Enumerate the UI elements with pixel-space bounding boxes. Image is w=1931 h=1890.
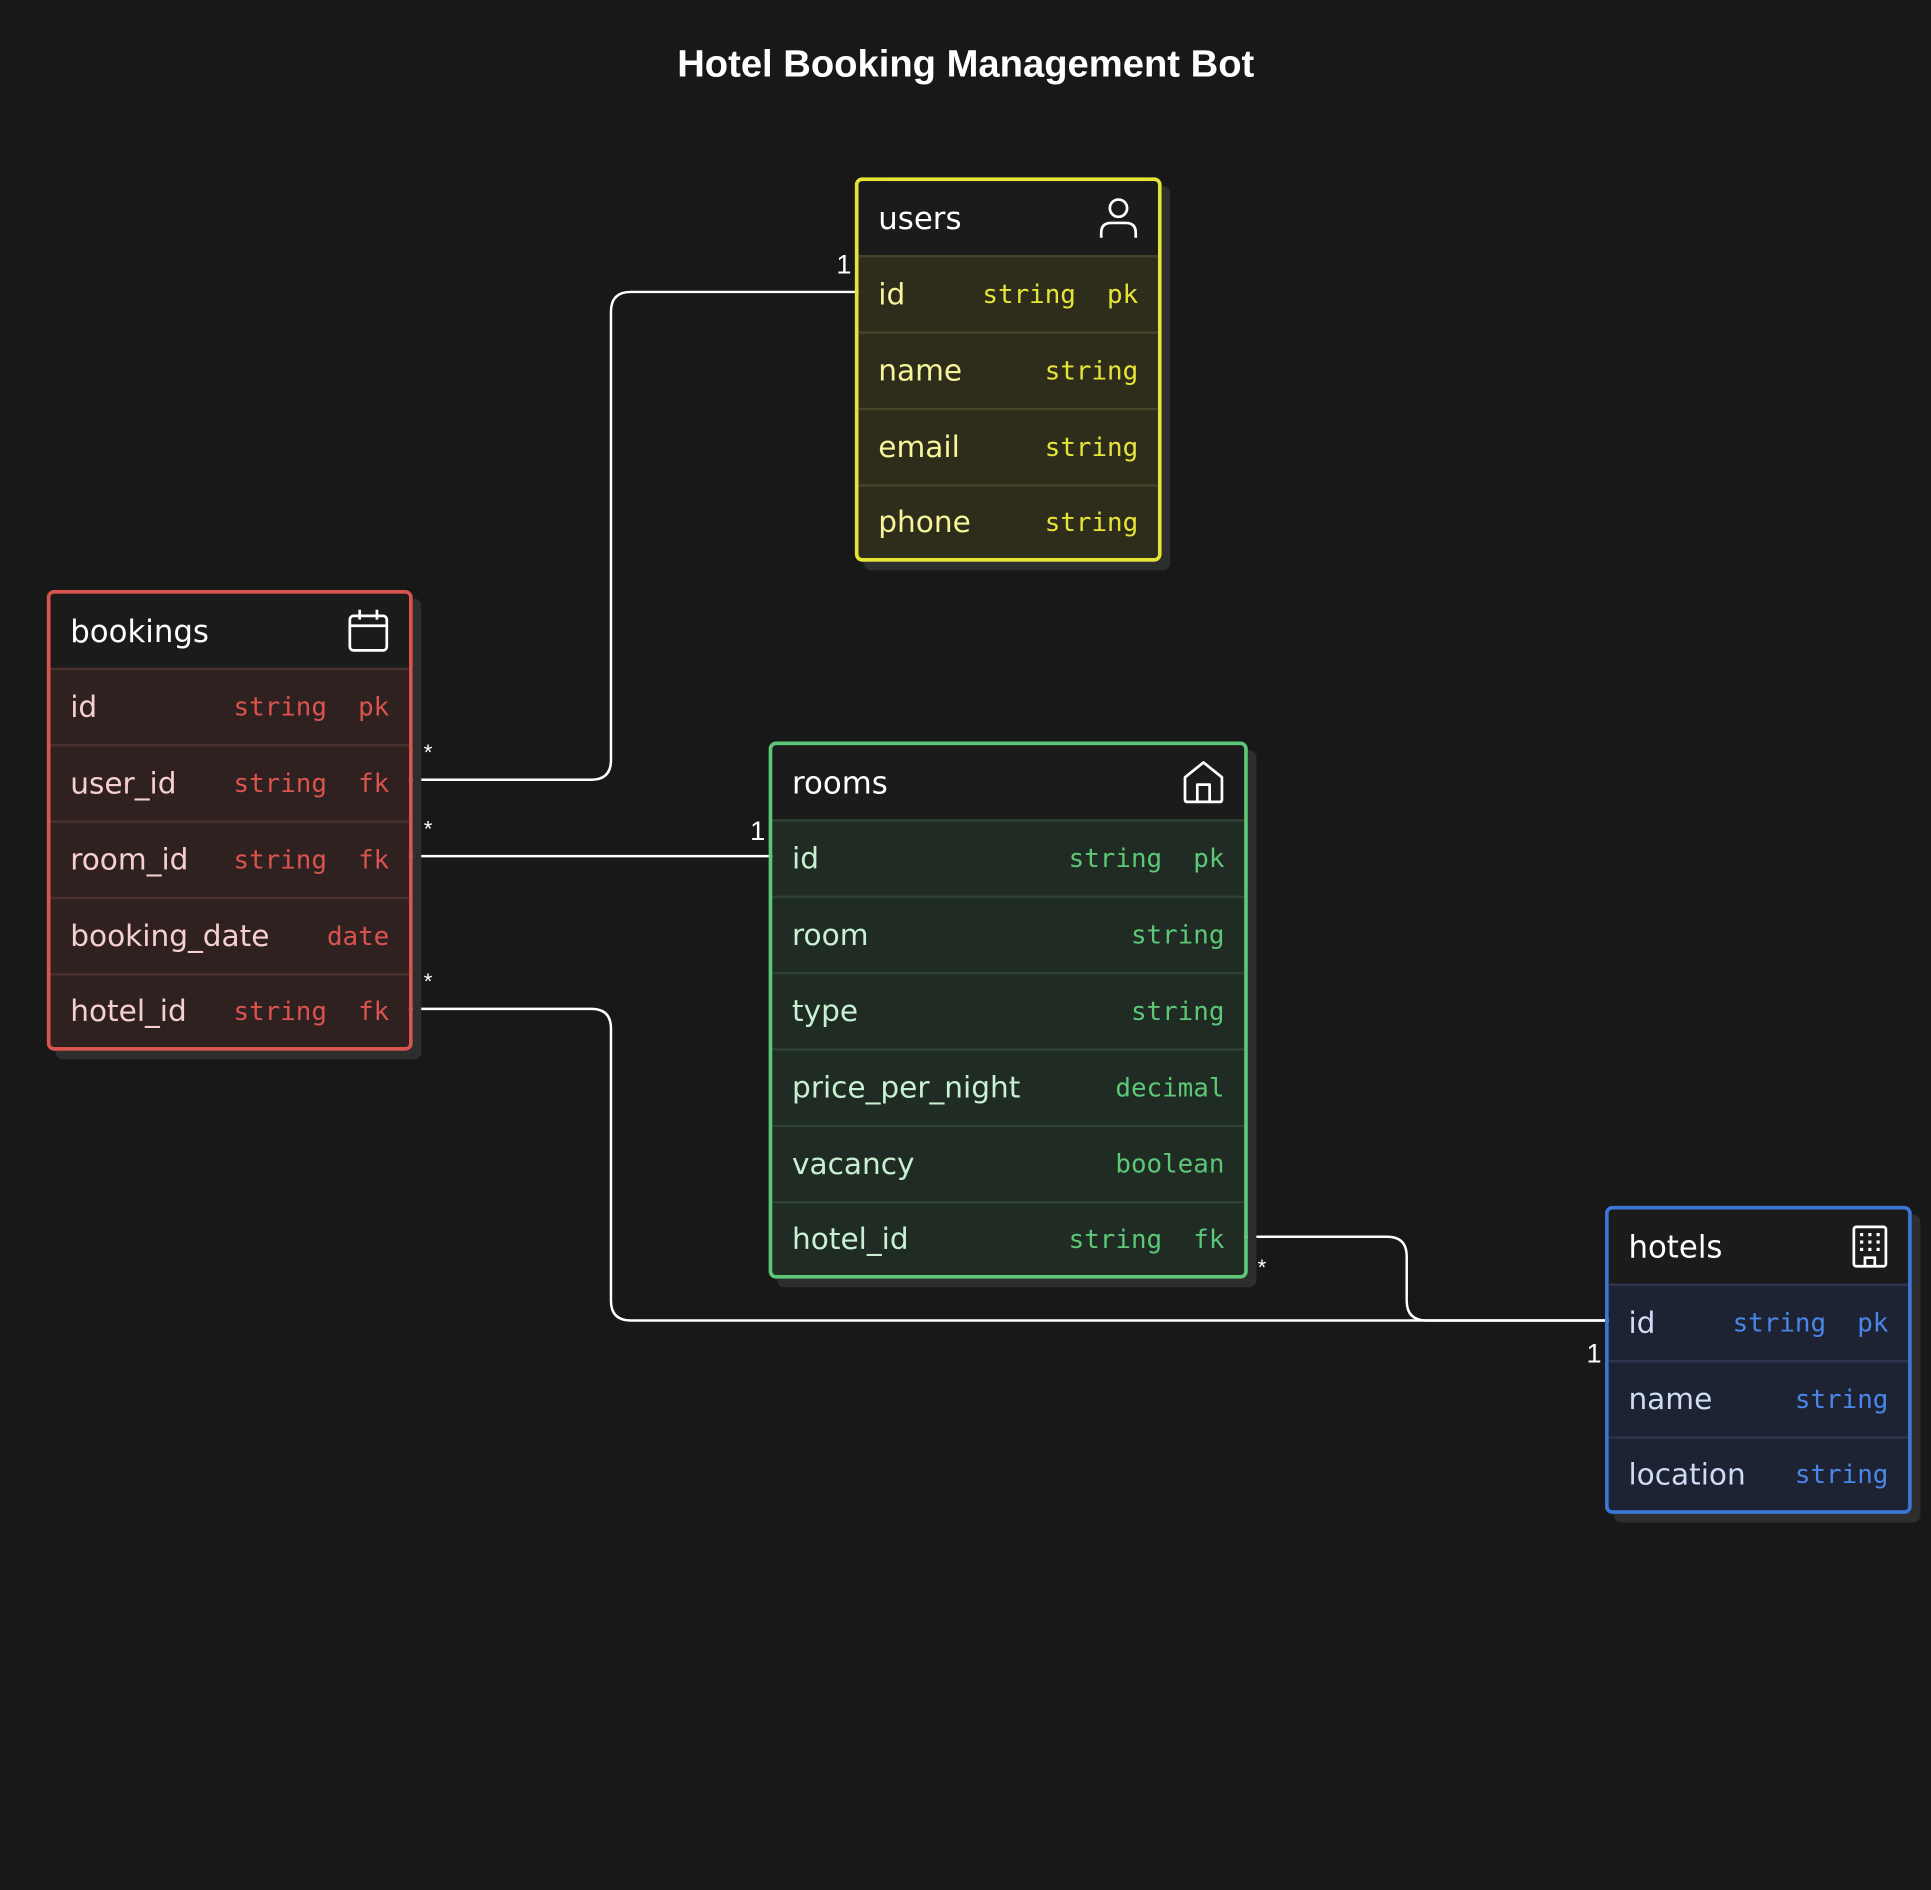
entity-header: users — [858, 181, 1158, 255]
cardinality-bookings-user-id: * — [423, 740, 433, 765]
field-type: string — [1794, 1459, 1889, 1490]
field-row[interactable]: location string — [1608, 1436, 1909, 1511]
field-row[interactable]: vacancy boolean — [772, 1124, 1245, 1202]
field-row[interactable]: hotel_id string fk — [50, 973, 409, 1048]
field-name: id — [70, 689, 98, 725]
field-type: string fk — [233, 845, 390, 875]
field-type: string — [1044, 355, 1139, 386]
field-name: type — [792, 994, 859, 1029]
field-type: string pk — [1732, 1308, 1889, 1338]
entity-name: hotels — [1628, 1228, 1723, 1265]
field-type: boolean — [1115, 1149, 1225, 1179]
cardinality-hotels-id-a: 1 — [1586, 1337, 1602, 1369]
entity-rooms[interactable]: rooms id string pk room string type stri… — [768, 741, 1248, 1279]
field-row[interactable]: room_id string fk — [50, 820, 409, 897]
cardinality-rooms-hotel-id: * — [1257, 1255, 1267, 1280]
field-name: hotel_id — [792, 1221, 909, 1257]
field-row[interactable]: id string pk — [772, 819, 1245, 896]
field-name: booking_date — [70, 918, 270, 954]
field-name: hotel_id — [70, 994, 187, 1029]
field-name: vacancy — [792, 1146, 915, 1182]
link-bookings-users — [402, 290, 866, 781]
entity-users[interactable]: users id string pk name string email str… — [854, 177, 1162, 562]
calendar-icon — [347, 609, 389, 653]
entity-bookings[interactable]: bookings id string pk user_id string fk … — [46, 590, 413, 1051]
field-type: string — [1044, 432, 1139, 462]
field-type: string pk — [982, 279, 1139, 310]
field-type: decimal — [1115, 1072, 1225, 1103]
user-icon — [1099, 196, 1138, 240]
field-row[interactable]: name string — [858, 331, 1158, 408]
cardinality-bookings-hotel-id: * — [423, 969, 433, 995]
field-row[interactable]: email string — [858, 407, 1158, 485]
field-type: string pk — [1068, 843, 1225, 874]
field-row[interactable]: type string — [772, 971, 1245, 1049]
field-name: email — [878, 429, 960, 465]
field-name: name — [1628, 1382, 1713, 1417]
field-type: string fk — [233, 996, 390, 1027]
field-row[interactable]: id string pk — [858, 254, 1158, 332]
field-type: string fk — [233, 768, 390, 799]
field-type: string — [1044, 507, 1139, 538]
entity-header: hotels — [1608, 1209, 1909, 1284]
diagram-title: Hotel Booking Management Bot — [677, 41, 1255, 85]
field-row[interactable]: id string pk — [50, 667, 409, 745]
cardinality-rooms-id: 1 — [750, 815, 766, 847]
field-type: string pk — [233, 692, 390, 722]
entity-name: bookings — [70, 612, 209, 649]
field-row[interactable]: name string — [1608, 1359, 1909, 1437]
field-name: user_id — [70, 766, 177, 801]
building-icon — [1851, 1224, 1888, 1268]
field-name: room — [792, 917, 869, 953]
entity-header: bookings — [50, 593, 409, 668]
field-row[interactable]: hotel_id string fk — [772, 1201, 1245, 1275]
cardinality-bookings-room-id: * — [423, 816, 433, 842]
field-row[interactable]: user_id string fk — [50, 744, 409, 821]
cardinality-users-id: 1 — [836, 248, 852, 280]
entity-name: rooms — [792, 764, 888, 801]
field-name: location — [1628, 1457, 1746, 1492]
home-icon — [1183, 760, 1225, 804]
entity-hotels[interactable]: hotels — [1605, 1205, 1912, 1514]
field-type: string — [1794, 1384, 1889, 1415]
field-name: name — [878, 353, 963, 389]
field-name: room_id — [70, 842, 189, 878]
entity-name: users — [878, 200, 962, 236]
field-type: string — [1130, 996, 1225, 1027]
field-type: date — [326, 921, 390, 951]
field-type: string — [1130, 920, 1225, 950]
field-name: id — [878, 277, 906, 312]
field-name: id — [792, 841, 820, 876]
field-type: string fk — [1068, 1224, 1225, 1254]
link-bookings-hotels — [402, 1007, 1617, 1322]
field-name: price_per_night — [792, 1070, 1021, 1105]
field-name: phone — [878, 505, 971, 540]
link-rooms-hotels — [1236, 1235, 1617, 1322]
field-row[interactable]: booking_date date — [50, 896, 409, 974]
entity-header: rooms — [772, 745, 1245, 820]
field-row[interactable]: room string — [772, 895, 1245, 972]
field-row[interactable]: price_per_night decimal — [772, 1048, 1245, 1125]
field-row[interactable]: phone string — [858, 484, 1158, 559]
field-row[interactable]: id string pk — [1608, 1283, 1909, 1360]
field-name: id — [1628, 1305, 1656, 1341]
